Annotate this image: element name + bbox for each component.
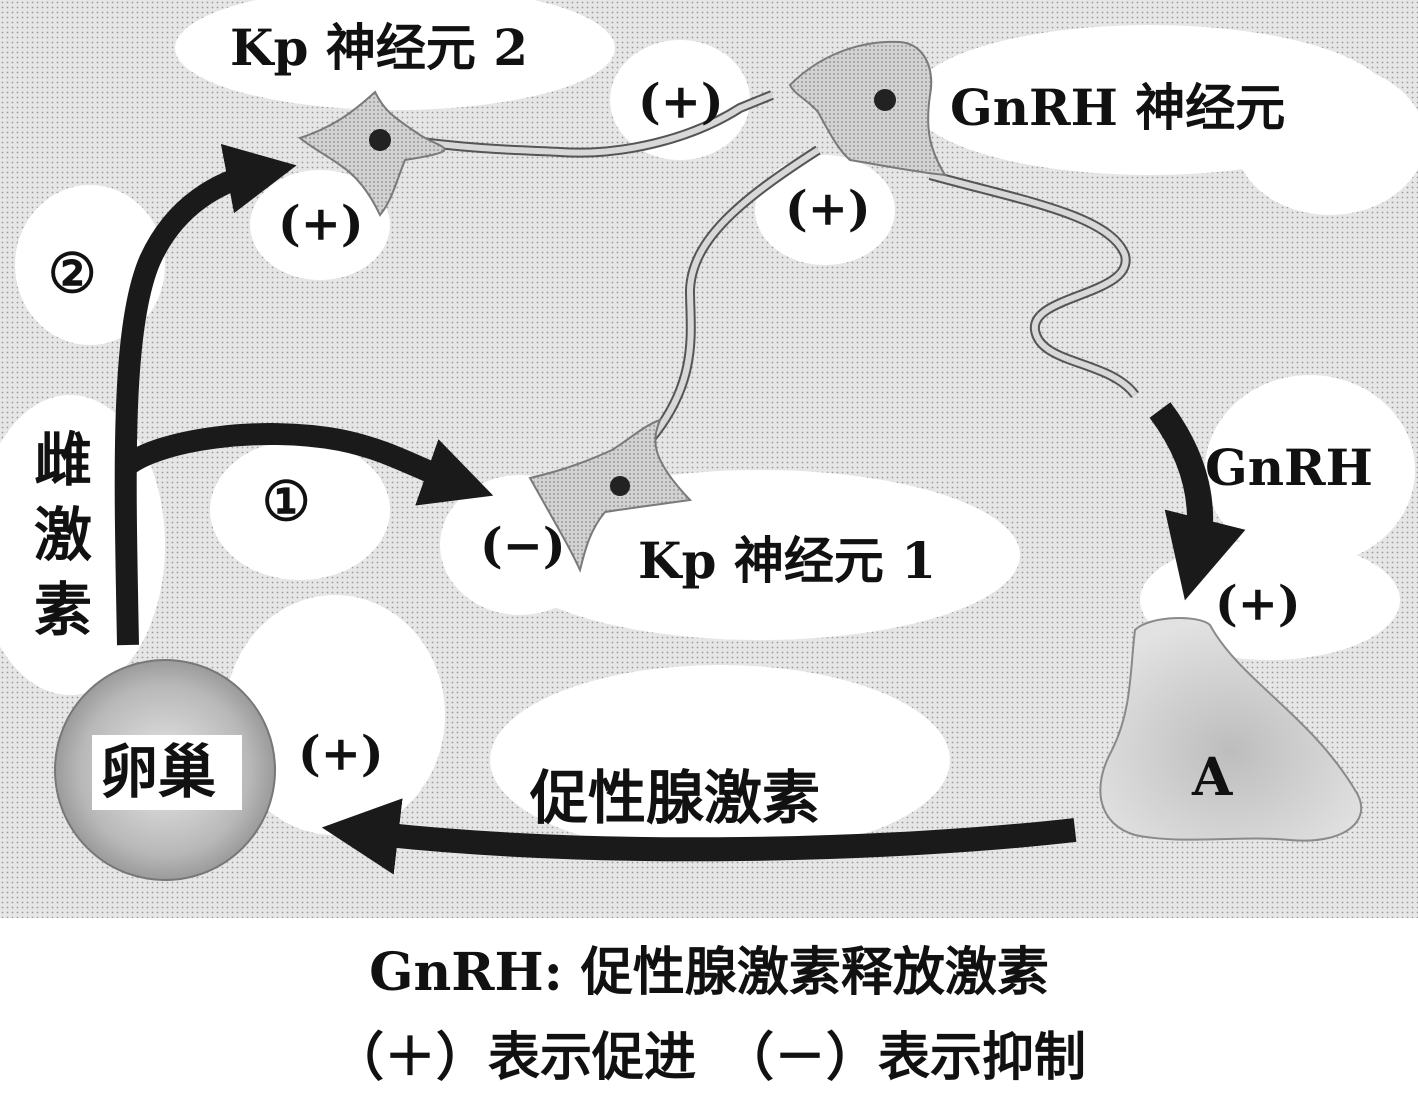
pathway-2-label: ② bbox=[48, 241, 96, 305]
kp-neuron-2-cell bbox=[297, 90, 446, 217]
gnrh-neuron-nucleus bbox=[874, 89, 896, 111]
hormone-arrows bbox=[114, 144, 1246, 875]
pathway-1-label: ① bbox=[262, 469, 310, 533]
gonadotropin-label: 促性腺激素 bbox=[529, 764, 820, 832]
gnrh-neuron-label: GnRH 神经元 bbox=[950, 78, 1285, 137]
kp-neuron-2-nucleus bbox=[369, 129, 391, 151]
caption-line-2: （＋）表示促进 （－）表示抑制 bbox=[332, 1027, 1086, 1088]
gnrh-arrow bbox=[1149, 402, 1246, 601]
kp-neuron-1-label: Kp 神经元 1 bbox=[638, 531, 936, 590]
estrogen-label-char-1: 雌 bbox=[34, 426, 92, 494]
kp-neuron-1-nucleus bbox=[610, 476, 630, 496]
ovary-label: 卵巢 bbox=[100, 738, 216, 806]
kp-neuron-2-label: Kp 神经元 2 bbox=[230, 18, 528, 77]
gland-a bbox=[1099, 617, 1363, 842]
kp1-inhibit-sign: (−) bbox=[480, 518, 566, 574]
estrogen-arrow-1 bbox=[121, 423, 494, 506]
kp1-to-gnrh-sign: (+) bbox=[785, 181, 871, 237]
kp-neuron-1-cell bbox=[528, 418, 693, 574]
estrogen-label-char-3: 素 bbox=[34, 576, 92, 644]
gonadotropin-arrow bbox=[321, 798, 1077, 875]
kp2-to-gnrh-sign: (+) bbox=[638, 74, 724, 130]
ovary-promote-sign: (+) bbox=[298, 726, 384, 782]
kp2-promote-sign: (+) bbox=[278, 196, 364, 252]
estrogen-label-char-2: 激 bbox=[34, 501, 92, 569]
ovary-label-box bbox=[92, 735, 242, 810]
estrogen-arrow-2 bbox=[114, 144, 297, 646]
caption-background bbox=[0, 918, 1418, 1112]
gnrh-arrow-label: GnRH bbox=[1205, 438, 1373, 497]
caption-line-1: GnRH: 促性腺激素释放激素 bbox=[369, 942, 1049, 1003]
gland-a-label: A bbox=[1191, 747, 1233, 808]
axons bbox=[404, 90, 1140, 444]
gnrh-neuron-cell bbox=[788, 40, 947, 177]
gnrh-to-a-sign: (+) bbox=[1215, 576, 1301, 632]
